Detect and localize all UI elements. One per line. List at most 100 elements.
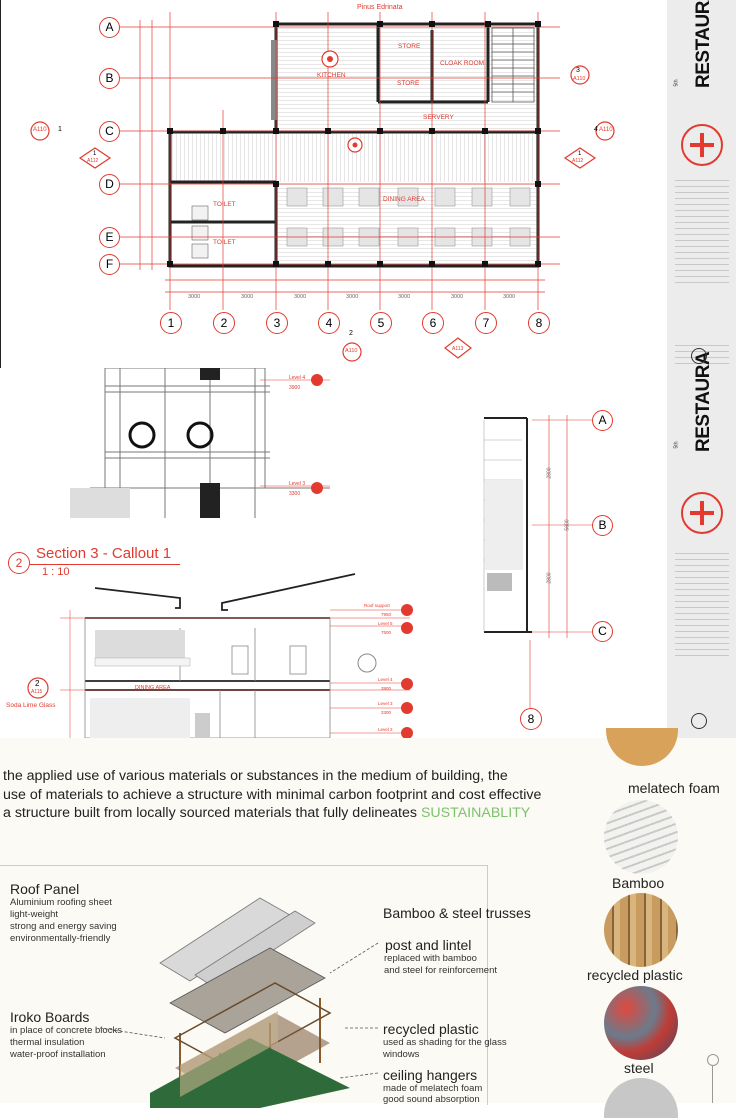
- grid-row-label: B: [105, 71, 114, 85]
- north-arrow-icon: [691, 713, 707, 729]
- grid-col-label: 3: [273, 316, 281, 330]
- section-tag-num: 1: [58, 126, 62, 133]
- room-cloak-label: CLOAK ROOM: [440, 60, 485, 67]
- roof-panel-note: environmentally-friendly: [10, 933, 111, 944]
- callout-tag-num: 2: [35, 679, 40, 688]
- ring-icon: [707, 1054, 719, 1066]
- callout-scale: 1 : 10: [42, 566, 70, 578]
- recycled-plastic-note: used as shading for the glass: [383, 1037, 507, 1048]
- ceiling-hangers-title: ceiling hangers: [383, 1067, 478, 1083]
- level-value: 3300: [381, 710, 392, 715]
- elevation-tag-ref: A112: [572, 158, 584, 164]
- elevation-tag-ref: A113: [452, 346, 464, 352]
- detail-section-drawing: [70, 367, 330, 518]
- callout-section: 2 Section 3 - Callout 1 1 : 10 2 A115 So…: [0, 538, 430, 738]
- room-toilet-2-label: TOILET: [213, 239, 236, 246]
- level-value: 7950: [381, 612, 392, 617]
- side-row-label: B: [598, 518, 607, 532]
- section-tag-num: 3: [576, 67, 580, 74]
- grid-row-bubble: D: [99, 174, 120, 195]
- grid-col-label: 6: [429, 316, 437, 330]
- trusses-title: Bamboo & steel trusses: [383, 905, 531, 921]
- grid-col-bubble: 8: [528, 312, 550, 334]
- side-row-label: C: [598, 624, 607, 638]
- grid-col-label: 4: [325, 316, 333, 330]
- title-block-lines: [675, 548, 729, 658]
- soda-lime-glass-label: Soda Lime Glass: [6, 702, 56, 709]
- side-col-label: 8: [527, 712, 535, 726]
- grid-col-bubble: 7: [475, 312, 497, 334]
- leader-lines: [99, 942, 379, 1079]
- callout-drawing: [27, 573, 413, 738]
- title-block-title: RESTAURA: [693, 351, 714, 452]
- exploded-axonometric: [150, 897, 350, 1108]
- grid-col-label: 5: [377, 316, 385, 330]
- ceiling-hangers-note: good sound absorption: [383, 1094, 480, 1105]
- level-name: Level 2: [378, 727, 393, 732]
- iroko-note: in place of concrete blocks: [10, 1025, 122, 1036]
- post-lintel-note: and steel for reinforcement: [384, 965, 498, 976]
- grid-row-label: A: [105, 20, 114, 34]
- sustainability-panel: the applied use of various materials or …: [0, 728, 736, 1118]
- floor-plan: Pinus Edrinata KITCHEN STORE STORE CLOAK…: [0, 0, 665, 368]
- material-label: Bamboo: [612, 875, 665, 891]
- dimension-label: 3000: [503, 294, 516, 300]
- grid-col-label: 8: [535, 316, 543, 330]
- intro-line-3: a structure built from locally sourced m…: [3, 805, 530, 821]
- elevation-tag-num: 1: [93, 151, 97, 157]
- level-bottom-value: 3300: [289, 491, 301, 497]
- title-block-upper: RESTAURA 5th: [667, 0, 736, 368]
- level-top-label: Level 4: [289, 375, 306, 381]
- section-tag-num: 2: [349, 330, 353, 337]
- side-dimension-total: 5600: [564, 519, 571, 531]
- grid-row-label: C: [105, 124, 114, 138]
- recycled-plastic-note: windows: [383, 1049, 420, 1060]
- recycled-plastic-swatch: [604, 893, 678, 967]
- dimension-label: 3000: [451, 294, 464, 300]
- ceiling-hangers-note: made of melatech foam: [383, 1083, 483, 1094]
- roof-panel-note: light-weight: [10, 909, 59, 920]
- section-tag-ref: A110: [33, 127, 47, 133]
- iroko-note: thermal insulation: [10, 1037, 85, 1048]
- dimension-label: 3000: [398, 294, 411, 300]
- dimension-label: 3000: [241, 294, 254, 300]
- grid-col-label: 7: [482, 316, 490, 330]
- callout-tag-ref: A115: [31, 689, 43, 695]
- room-dining-label: DINING AREA: [383, 196, 425, 203]
- room-store-1-label: STORE: [398, 43, 421, 50]
- intro-line-2: use of materials to achieve a structure …: [3, 787, 542, 803]
- diagram-frame-right: [487, 865, 488, 1105]
- level-value: 3900: [381, 686, 392, 691]
- level-top-value: 3900: [289, 385, 301, 391]
- plus-logo-icon: [681, 124, 723, 166]
- side-dimension: 2800: [546, 572, 553, 584]
- level-name: Level 5: [378, 621, 393, 626]
- grid-row-bubble: A: [99, 17, 120, 38]
- material-label: steel: [624, 1060, 654, 1076]
- grid-col-label: 1: [167, 316, 175, 330]
- dimension-label: 3000: [346, 294, 359, 300]
- title-block-title: RESTAURA: [693, 0, 714, 88]
- grid-row-label: F: [105, 257, 114, 271]
- room-servery-label: SERVERY: [423, 114, 454, 121]
- grid-row-bubble: E: [99, 227, 120, 248]
- intro-line-3-text: a structure built from locally sourced m…: [3, 805, 421, 821]
- intro-line-1: the applied use of various materials or …: [3, 768, 508, 784]
- section-tag-ref: A110: [573, 76, 586, 82]
- melatech-foam-swatch: [606, 728, 678, 766]
- steel-swatch: [604, 986, 678, 1060]
- grid-row-bubble: C: [99, 121, 120, 142]
- callout-number: 2: [15, 556, 23, 570]
- grid-row-bubble: F: [99, 254, 120, 275]
- diagram-frame-top: [0, 865, 487, 866]
- title-block-sub: 5th: [673, 79, 680, 87]
- dining-area-label: DINING AREA: [135, 685, 171, 691]
- north-label: Pinus Edrinata: [357, 4, 403, 11]
- plus-logo-icon: [681, 492, 723, 534]
- level-value: 7500: [381, 630, 392, 635]
- callout-title-underline: [30, 564, 180, 565]
- level-name: Level 4: [378, 677, 393, 682]
- title-block-lower: RESTAURA 5th: [667, 348, 736, 738]
- section-tag-num: 4: [594, 126, 598, 133]
- steel-partial-swatch: [604, 1078, 678, 1118]
